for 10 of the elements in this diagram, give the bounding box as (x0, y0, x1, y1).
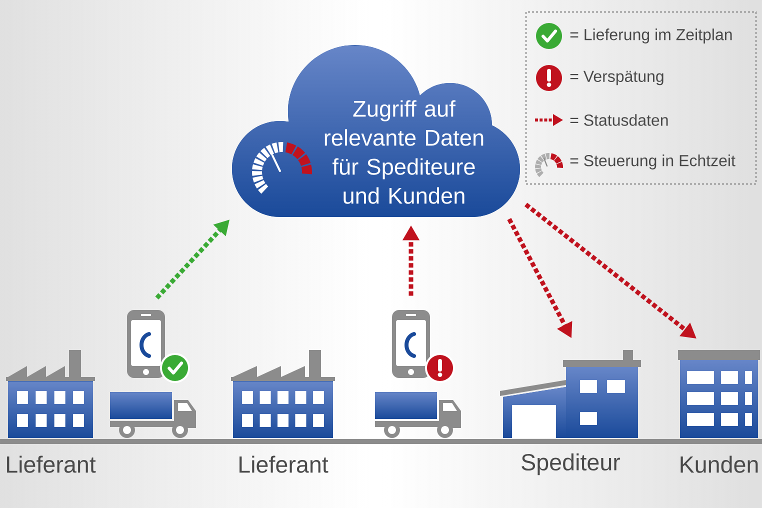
legend-text: = Verspätung (570, 70, 664, 86)
smartphone (127, 310, 165, 378)
smartphone (392, 310, 430, 378)
building-label: Lieferant (240, 456, 328, 473)
legend-text: = Lieferung im Zeitplan (570, 28, 732, 44)
building-label: Spediteur (522, 453, 620, 476)
legend-text: = Steuerung in Echtzeit (570, 154, 736, 170)
legend-text: = Statusdaten (570, 114, 668, 126)
building-label: Kunden (680, 456, 758, 473)
building-label: Lieferant (7, 456, 96, 473)
